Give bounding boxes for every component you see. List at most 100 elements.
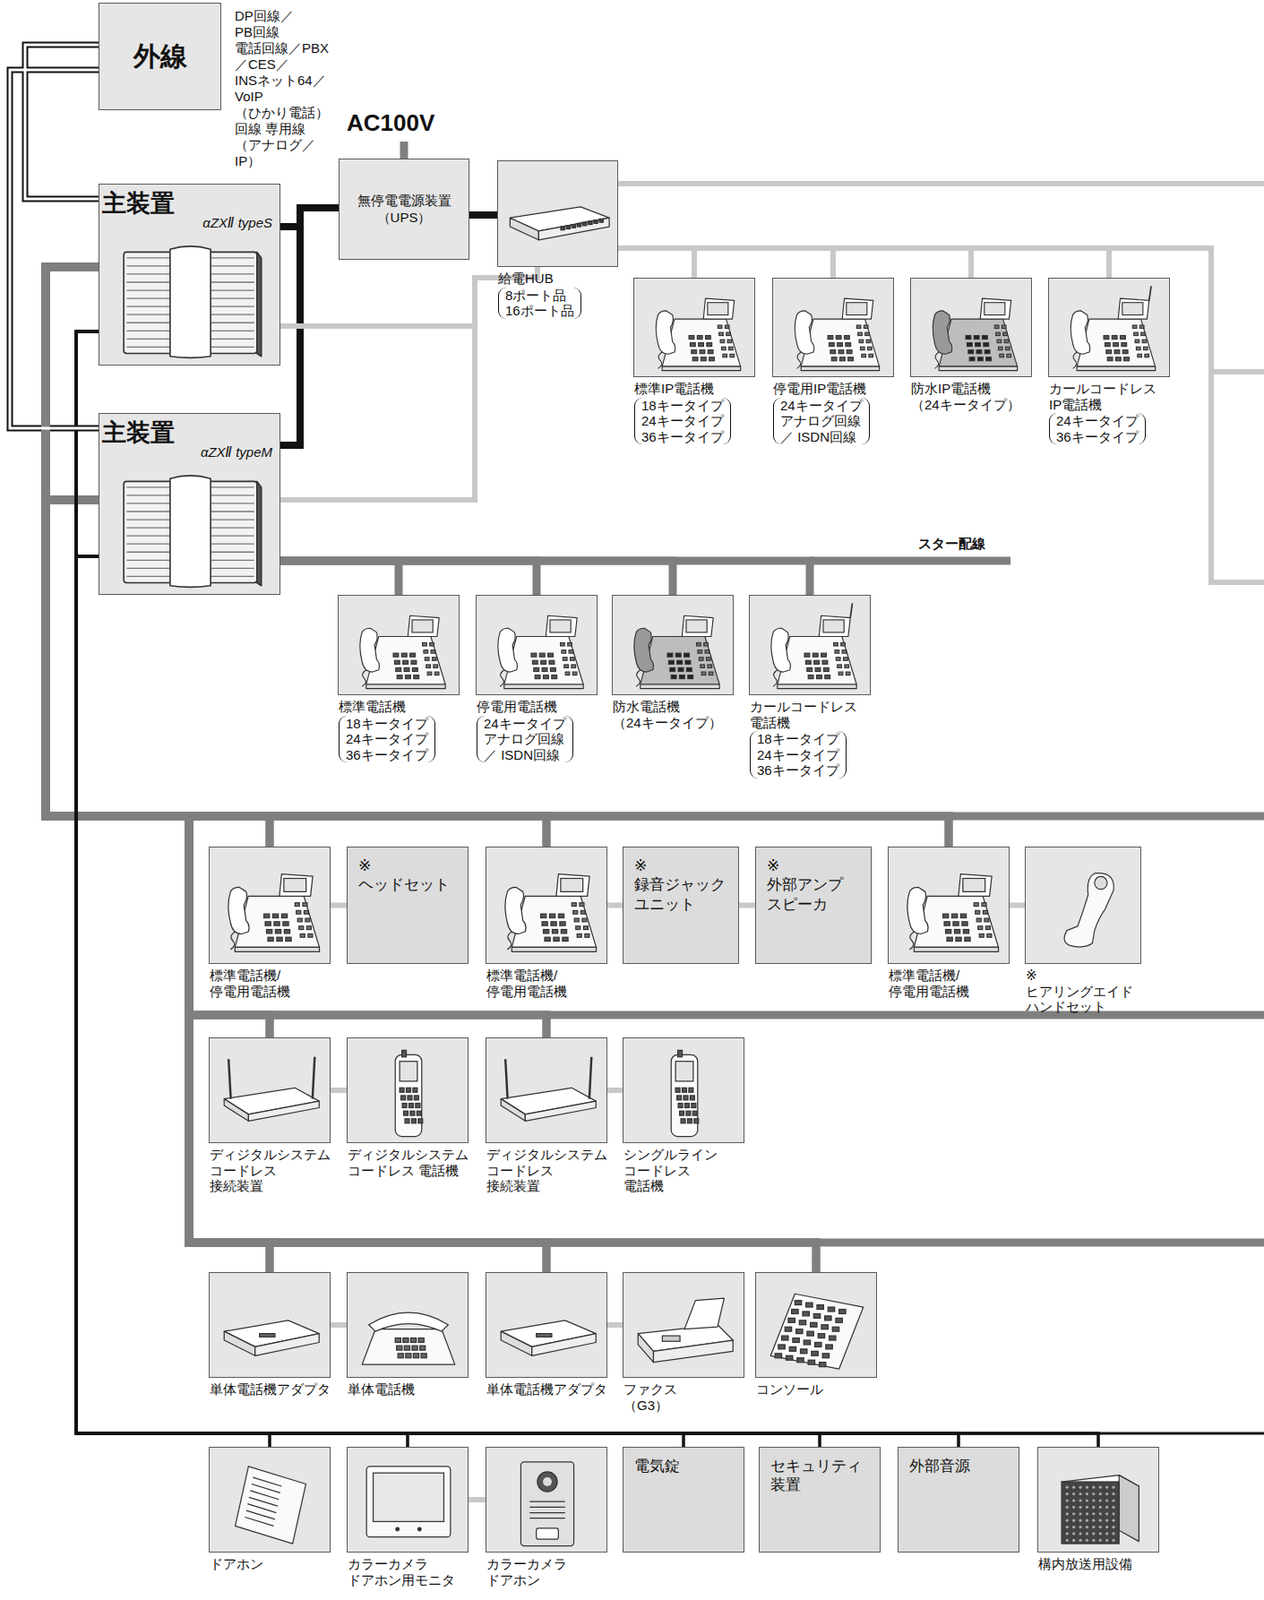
- cordless-illustration: [755, 601, 867, 691]
- connector: [469, 211, 498, 219]
- phone-illustration: [639, 283, 751, 373]
- wiring-label: スター配線: [918, 535, 986, 552]
- connector: [45, 499, 270, 847]
- connector: [280, 560, 810, 595]
- connector: [45, 266, 547, 1038]
- device-figure: 標準電話機/ 停電用電話機: [887, 846, 1010, 964]
- device-name: 給電HUB: [498, 270, 554, 287]
- device-variants: 18キータイプ 24キータイプ 36キータイプ: [338, 715, 436, 764]
- device-name: ディジタルシステム コードレス 接続装置: [486, 1146, 608, 1195]
- device-figure: ディジタルシステム コードレス 電話機: [346, 1037, 469, 1144]
- device-figure: 標準電話機/ 停電用電話機: [208, 846, 331, 964]
- line-types-note: DP回線／PB回線 電話回線／PBX／CES／ INSネット64／VoIP（ひか…: [234, 8, 329, 170]
- device-box: ※ ヘッドセット: [346, 846, 469, 964]
- connector: [618, 248, 695, 278]
- connector: [76, 331, 1099, 1447]
- device-variants: 24キータイプ アナログ回線／ ISDN回線: [773, 397, 870, 446]
- unit-box: 外線: [98, 2, 222, 111]
- phone-illustration: [481, 601, 594, 691]
- unit-heading: 主装置: [102, 187, 175, 220]
- device-box: ※ 録音ジャック ユニット: [622, 846, 740, 964]
- device-name: カールコードレス IP電話機: [1049, 380, 1157, 413]
- node-label: 無停電電源装置 （UPS）: [357, 192, 452, 227]
- unit-heading: 主装置: [102, 416, 175, 449]
- device-name: ※ヒアリングエイド ハンドセット: [1025, 967, 1134, 1015]
- connector: [618, 248, 972, 278]
- adapter-illustration: [491, 1278, 603, 1374]
- device-label: ※ 外部アンプ スピーカ: [766, 856, 843, 914]
- door-illustration: [214, 1453, 327, 1548]
- base-illustration: [491, 1043, 603, 1139]
- device-figure: ※ヒアリングエイド ハンドセット: [1024, 846, 1142, 964]
- connector: [45, 499, 817, 1273]
- device-variants: 18キータイプ 24キータイプ 36キータイプ: [634, 397, 731, 446]
- connector: [607, 1322, 623, 1328]
- device-figure: 防水IP電話機（24キータイプ）: [910, 277, 1032, 378]
- connector: [76, 556, 684, 1447]
- device-figure: 標準電話機/ 停電用電話機: [485, 846, 608, 964]
- device-box: 電気錠: [622, 1446, 745, 1553]
- connector: [330, 1322, 347, 1328]
- phone-illustration: [214, 852, 327, 960]
- main-illustration: [108, 464, 273, 589]
- main-illustration: [108, 234, 273, 360]
- phone-illustration: [894, 852, 1006, 960]
- connector: [1009, 902, 1025, 909]
- mobile-illustration: [352, 1043, 465, 1139]
- mobile-illustration: [628, 1043, 740, 1139]
- device-variants: 24キータイプ 36キータイプ: [1049, 412, 1146, 445]
- device-name: カラーカメラ ドアホン: [486, 1556, 568, 1588]
- speaker-illustration: [1043, 1453, 1155, 1548]
- connector: [76, 556, 1099, 1447]
- connector: [76, 556, 959, 1447]
- handset-illustration: [1031, 852, 1137, 960]
- connector: [607, 902, 623, 909]
- connector: [280, 560, 673, 595]
- connector: [76, 331, 684, 1447]
- power-label: AC100V: [346, 109, 435, 138]
- device-name: 標準電話機: [338, 698, 406, 715]
- device-name: 単体電話機アダプタ: [486, 1381, 608, 1398]
- device-variants: 24キータイプ アナログ回線／ ISDN回線: [476, 715, 574, 764]
- device-figure: カラーカメラ ドアホン: [485, 1446, 608, 1553]
- connector: [330, 902, 347, 909]
- water-illustration: [618, 601, 730, 691]
- connector: [280, 560, 399, 595]
- device-figure: 構内放送用設備: [1037, 1446, 1160, 1553]
- device-figure: ディジタルシステム コードレス 接続装置: [208, 1037, 331, 1144]
- unit-box: 無停電電源装置 （UPS）: [338, 158, 470, 260]
- connector: [9, 69, 99, 429]
- device-figure: カラーカメラ ドアホン用モニタ: [346, 1446, 469, 1553]
- device-box: セキュリティ 装置: [758, 1446, 881, 1553]
- connector: [45, 499, 547, 1273]
- device-name: シングルライン コードレス 電話機: [623, 1146, 718, 1195]
- device-label: セキュリティ 装置: [770, 1456, 862, 1496]
- connector: [45, 266, 547, 1273]
- console-illustration: [761, 1278, 873, 1374]
- device-name: 標準IP電話機: [634, 380, 714, 397]
- phone-illustration: [343, 601, 456, 691]
- device-name: 停電用IP電話機: [773, 380, 867, 397]
- hub-illustration: [503, 166, 614, 263]
- device-box: ※ 外部アンプ スピーカ: [755, 846, 872, 964]
- device-figure: 給電HUB8ポート品 16ポート品: [497, 160, 619, 267]
- device-name: カールコードレス 電話機: [749, 698, 858, 731]
- device-name: ディジタルシステム コードレス 接続装置: [209, 1146, 331, 1195]
- device-name: 構内放送用設備: [1038, 1556, 1133, 1573]
- node-label: 外線: [133, 38, 188, 76]
- device-figure: コンソール: [755, 1272, 878, 1378]
- phone-illustration: [778, 283, 890, 373]
- fax-illustration: [628, 1278, 740, 1374]
- device-name: 標準電話機/ 停電用電話機: [209, 967, 291, 999]
- connector: [618, 248, 1110, 278]
- device-figure: 標準電話機18キータイプ 24キータイプ 36キータイプ: [337, 594, 460, 696]
- base-illustration: [214, 1043, 327, 1139]
- device-figure: 防水電話機（24キータイプ）: [611, 594, 734, 696]
- device-figure: シングルライン コードレス 電話機: [622, 1037, 745, 1144]
- device-name: カラーカメラ ドアホン用モニタ: [347, 1556, 456, 1588]
- connector: [76, 331, 820, 1447]
- main-unit: 主装置αZXⅡ typeS: [98, 183, 281, 366]
- device-name: コンソール: [756, 1381, 824, 1398]
- adapter-illustration: [214, 1278, 327, 1374]
- device-figure: 標準IP電話機18キータイプ 24キータイプ 36キータイプ: [633, 277, 756, 378]
